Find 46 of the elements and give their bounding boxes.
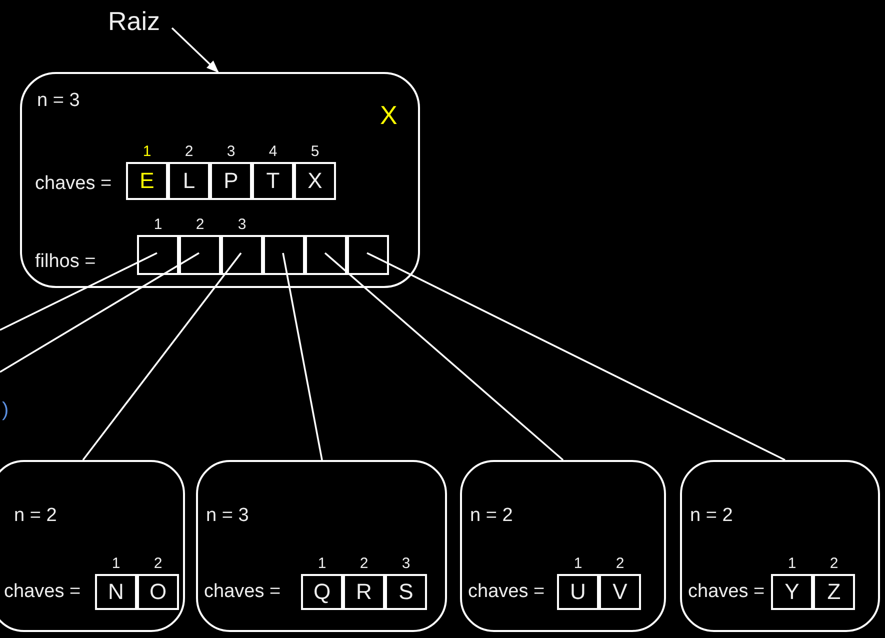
node-box xyxy=(20,72,420,288)
node-label: n = 3 xyxy=(206,506,249,525)
node-label: chaves = xyxy=(688,582,765,601)
node-label: n = 2 xyxy=(470,506,513,525)
code-fragment: ) xyxy=(2,400,9,420)
node-box xyxy=(460,460,666,632)
connector-line xyxy=(282,252,323,460)
node-label: chaves = xyxy=(468,582,545,601)
index-number: 1 xyxy=(318,556,326,571)
node-label: n = 2 xyxy=(14,506,57,525)
child-pointer-cell xyxy=(347,235,389,275)
index-number: 2 xyxy=(830,556,838,571)
index-number: 1 xyxy=(142,144,152,159)
child-pointer-cell xyxy=(305,235,347,275)
arrow xyxy=(171,27,219,73)
child-pointer-cell xyxy=(263,235,305,275)
node-box xyxy=(196,460,447,632)
node-label: filhos = xyxy=(35,252,96,271)
index-number: 2 xyxy=(360,556,368,571)
index-number: 1 xyxy=(112,556,120,571)
index-number: 4 xyxy=(268,144,278,159)
node-label: chaves = xyxy=(35,174,112,193)
connector-line xyxy=(82,252,242,461)
index-number: 2 xyxy=(184,144,194,159)
connector-line xyxy=(366,252,786,461)
index-number: 5 xyxy=(310,144,320,159)
index-number: 1 xyxy=(154,217,162,232)
index-number: 3 xyxy=(226,144,236,159)
node-box xyxy=(680,460,880,632)
node-label: chaves = xyxy=(204,582,281,601)
index-number: 1 xyxy=(574,556,582,571)
root-label: Raiz xyxy=(108,6,168,36)
index-number: 1 xyxy=(788,556,796,571)
marker-letter: X xyxy=(380,102,398,128)
node-box xyxy=(0,460,185,632)
index-number: 2 xyxy=(196,217,204,232)
node-label: n = 3 xyxy=(37,91,80,110)
connector-line xyxy=(0,252,200,373)
node-label: n = 2 xyxy=(690,506,733,525)
node-label: chaves = xyxy=(4,582,81,601)
index-number: 2 xyxy=(154,556,162,571)
index-number: 3 xyxy=(238,217,246,232)
index-number: 2 xyxy=(616,556,624,571)
connector-line xyxy=(0,252,158,331)
connector-line xyxy=(324,252,564,461)
index-number: 3 xyxy=(402,556,410,571)
